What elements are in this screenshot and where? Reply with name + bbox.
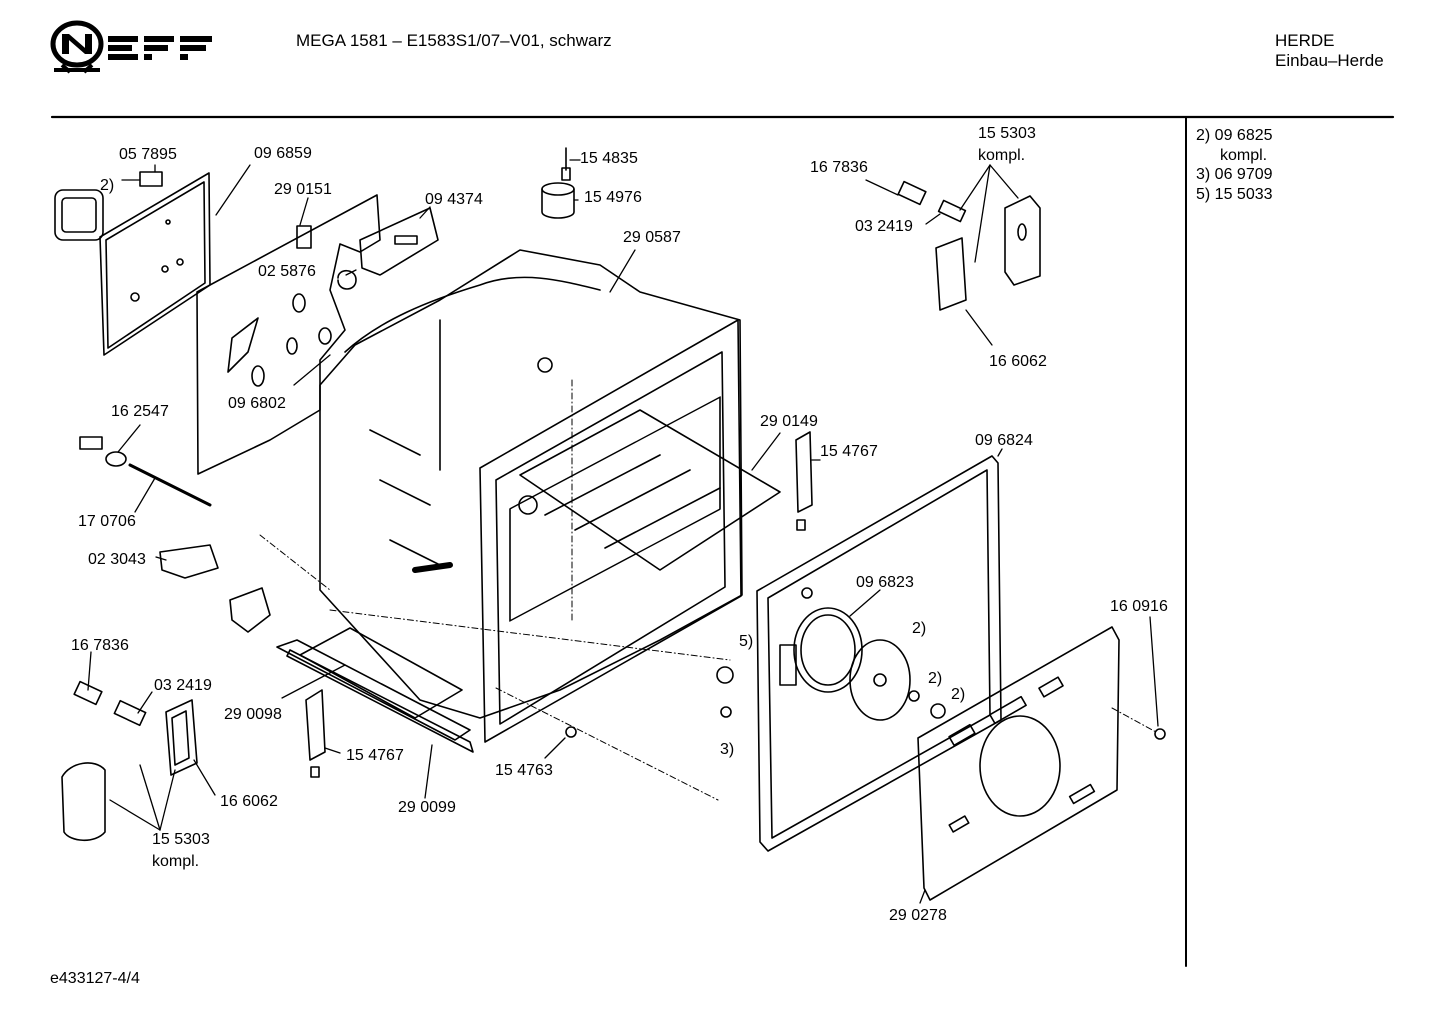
side-note: 2) 09 6825 — [1196, 127, 1273, 144]
part-label: 15 5303 — [978, 125, 1036, 142]
side-guide-part — [305, 431, 813, 778]
part-label: 15 4767 — [820, 443, 878, 460]
part-label: 16 7836 — [810, 159, 868, 176]
fan-wheel-part — [849, 639, 946, 721]
fan-motor-part — [54, 171, 163, 241]
part-label: 2) — [100, 177, 115, 194]
lamp-socket-part — [541, 147, 575, 219]
sensor-part — [79, 436, 212, 507]
back-plate-part — [99, 172, 211, 356]
leader-lines — [87, 159, 1159, 904]
screw-parts — [565, 587, 1166, 740]
part-label: 29 0099 — [398, 799, 456, 816]
category-title: HERDE — [1275, 31, 1335, 50]
part-label: 29 0278 — [889, 907, 947, 924]
part-label: 09 6802 — [228, 395, 286, 412]
lamp-assembly-top — [897, 180, 1041, 311]
part-label: 16 6062 — [989, 353, 1047, 370]
part-label: 15 4976 — [584, 189, 642, 206]
part-label: 15 4767 — [346, 747, 404, 764]
hook-part — [159, 544, 219, 579]
part-label: 17 0706 — [78, 513, 136, 530]
hinge-block-part — [229, 587, 271, 633]
part-label: kompl. — [978, 147, 1026, 164]
part-label: 15 5303 — [152, 831, 210, 848]
side-note: 5) 15 5033 — [1196, 185, 1273, 203]
part-label: kompl. — [152, 853, 200, 870]
clip-part — [337, 269, 357, 290]
brand-logo — [50, 20, 220, 74]
part-label: 16 2547 — [111, 403, 169, 420]
insulation-panel-part — [196, 194, 381, 475]
part-label: 5) — [739, 633, 754, 650]
side-note: kompl. — [1220, 146, 1268, 164]
part-label: 09 6859 — [254, 145, 312, 162]
model-title: MEGA 1581 – E1583S1/07–V01, schwarz — [296, 31, 612, 50]
part-label: 09 6824 — [975, 432, 1033, 449]
part-label: 29 0587 — [623, 229, 681, 246]
bottom-rail-part — [276, 639, 474, 753]
part-label: 09 6823 — [856, 574, 914, 591]
part-label: 16 6062 — [220, 793, 278, 810]
side-note: 3) 06 9709 — [1196, 166, 1273, 183]
neff-logo-icon — [50, 20, 212, 74]
part-label: 29 0149 — [760, 413, 818, 430]
part-label: 16 0916 — [1110, 598, 1168, 615]
part-label: 09 4374 — [425, 191, 483, 208]
part-label: 2) — [912, 620, 927, 637]
part-label: 16 7836 — [71, 637, 129, 654]
subcategory-title: Einbau–Herde — [1275, 51, 1384, 70]
drawing-code: e433127-4/4 — [50, 970, 140, 987]
part-label: 05 7895 — [119, 146, 177, 163]
part-label: 29 0151 — [274, 181, 332, 198]
part-label: 03 2419 — [855, 218, 913, 235]
part-label: 03 2419 — [154, 677, 212, 694]
part-label: 02 3043 — [88, 551, 146, 568]
bottom-bracket-part — [299, 627, 463, 719]
bracket-part — [359, 207, 439, 276]
rear-cover-part — [917, 626, 1120, 901]
part-label: 3) — [720, 741, 735, 758]
oven-rack-part — [519, 409, 781, 571]
part-label: 29 0098 — [224, 706, 282, 723]
side-notes: 2) 09 6825 kompl. 3) 06 9709 5) 15 5033 — [1196, 126, 1273, 204]
lamp-assembly-bottom — [61, 680, 198, 842]
oven-cavity-part — [319, 249, 743, 743]
part-label: 15 4763 — [495, 762, 553, 779]
part-label: 2) — [951, 686, 966, 703]
part-label: 15 4835 — [580, 150, 638, 167]
part-label: 02 5876 — [258, 263, 316, 280]
axis-lines — [259, 379, 1157, 801]
fan-ring-part — [779, 607, 863, 693]
part-label: 2) — [928, 670, 943, 687]
